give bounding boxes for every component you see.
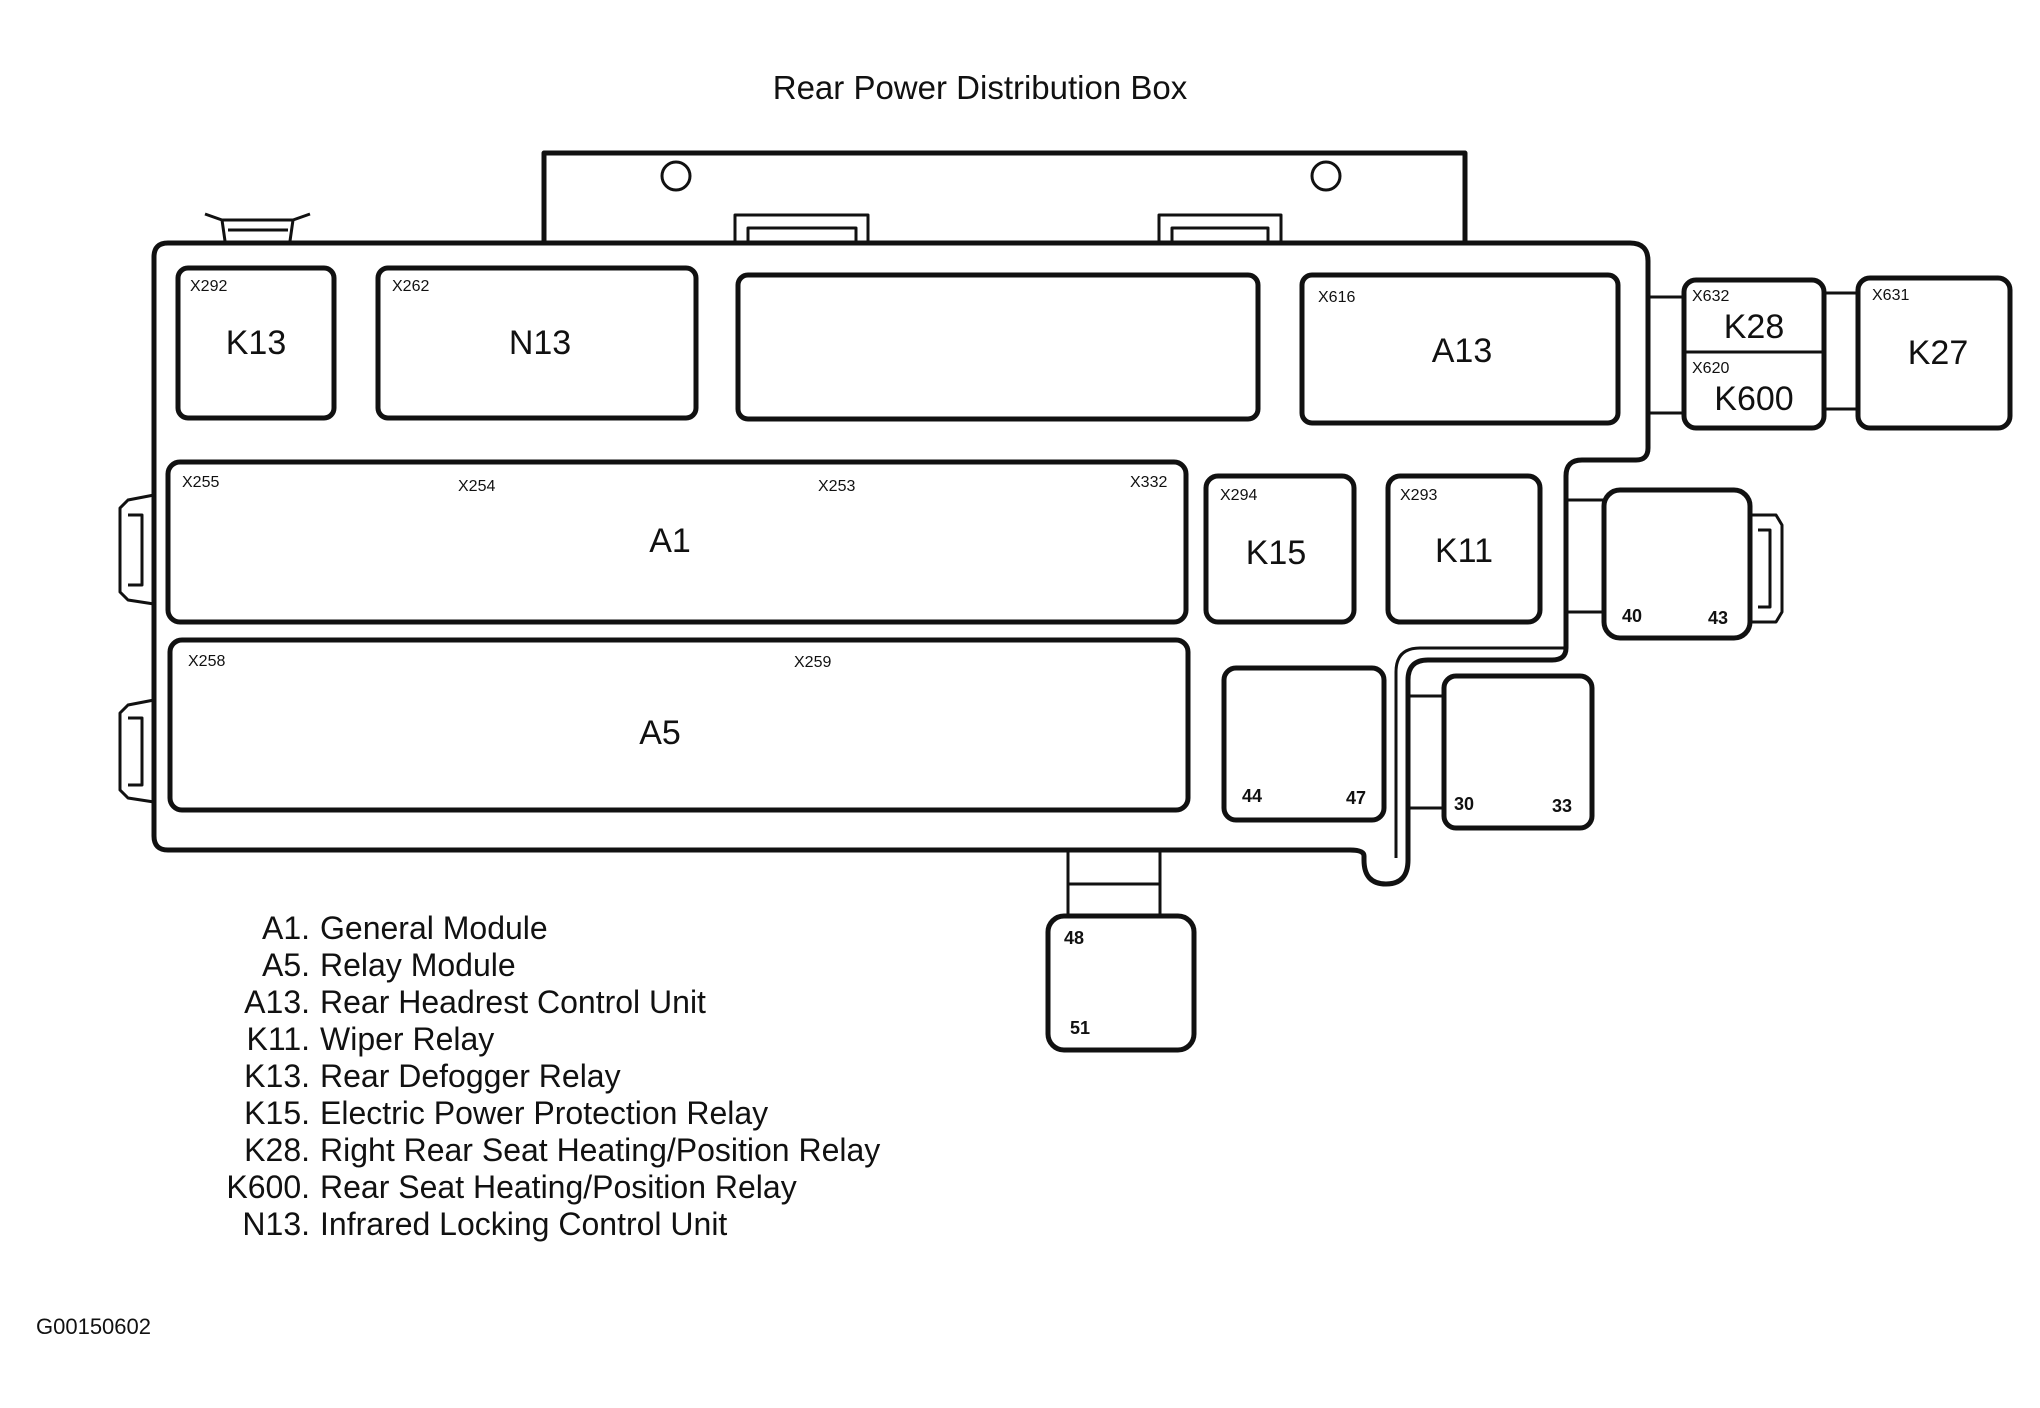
legend-code-a5: A5. [262, 947, 310, 983]
k13-label: K13 [226, 324, 287, 362]
legend-code-a1: A1. [262, 910, 310, 946]
legend-desc-a5: Relay Module [320, 947, 516, 983]
component-a1: X255 X254 X253 X332 A1 [165, 459, 1189, 625]
k15-connector-label: X294 [1220, 487, 1257, 504]
k600-connector-label: X620 [1692, 360, 1729, 377]
pin-43: 43 [1708, 608, 1728, 628]
k28-label: K28 [1724, 308, 1785, 346]
k11-label: K11 [1435, 532, 1493, 570]
component-k11: X293 K11 [1385, 473, 1543, 625]
diagram-title: Rear Power Distribution Box [773, 69, 1188, 106]
pin-47: 47 [1346, 788, 1366, 808]
top-housing [541, 150, 1468, 246]
figure-code: G00150602 [36, 1314, 151, 1339]
legend-code-k28: K28. [244, 1132, 310, 1168]
k28-connector-label: X632 [1692, 288, 1729, 305]
pin-44: 44 [1242, 786, 1262, 806]
k27-link-tab [1822, 291, 1860, 411]
pin-40: 40 [1622, 606, 1642, 626]
component-a13: X616 A13 [1299, 272, 1621, 426]
legend-code-k15: K15. [244, 1095, 310, 1131]
side-clip-upper [118, 493, 155, 606]
relay-30-link-tab [1406, 694, 1446, 810]
relay-48-51: 48 51 [1045, 913, 1197, 1053]
inner-contour [1394, 646, 1566, 858]
pin-30: 30 [1454, 794, 1474, 814]
legend-code-a13: A13. [244, 984, 310, 1020]
k11-connector-label: X293 [1400, 487, 1437, 504]
legend-desc-a13: Rear Headrest Control Unit [320, 984, 706, 1020]
legend-desc-a1: General Module [320, 910, 548, 946]
mount-hole-right [1310, 160, 1342, 192]
side-clip-lower [118, 698, 155, 804]
pin-33: 33 [1552, 796, 1572, 816]
component-a5: X258 X259 A5 [167, 637, 1191, 813]
k28-link-tab [1646, 295, 1686, 415]
a13-connector-label: X616 [1318, 289, 1355, 306]
a1-connector-x253: X253 [818, 478, 855, 495]
legend-code-k600: K600. [226, 1169, 310, 1205]
component-k15: X294 K15 [1203, 473, 1357, 625]
main-housing [151, 240, 1651, 887]
a1-connector-x332: X332 [1130, 474, 1167, 491]
pin-51: 51 [1070, 1018, 1090, 1038]
a1-connector-x254: X254 [458, 478, 495, 495]
a5-connector-x258: X258 [188, 653, 225, 670]
relay-30-33: 30 33 [1441, 673, 1595, 831]
right-side-clip [1750, 513, 1784, 624]
k27-label: K27 [1908, 334, 1969, 372]
relay-44-47: 44 47 [1221, 665, 1387, 823]
a1-connector-x255: X255 [182, 474, 219, 491]
legend-desc-k15: Electric Power Protection Relay [320, 1095, 768, 1131]
component-k27: X631 K27 [1855, 275, 2013, 431]
legend-desc-k13: Rear Defogger Relay [320, 1058, 621, 1094]
n13-connector-label: X262 [392, 278, 429, 295]
legend-desc-k600: Rear Seat Heating/Position Relay [320, 1169, 797, 1205]
legend: A1. General Module A5. Relay Module A13.… [226, 910, 880, 1242]
a5-connector-x259: X259 [794, 654, 831, 671]
n13-label: N13 [509, 324, 571, 362]
relay-40-link-tab [1564, 498, 1606, 614]
k15-label: K15 [1246, 534, 1307, 572]
pin-48: 48 [1064, 928, 1084, 948]
legend-code-k13: K13. [244, 1058, 310, 1094]
a1-label: A1 [649, 522, 691, 560]
legend-desc-n13: Infrared Locking Control Unit [320, 1206, 727, 1242]
a13-label: A13 [1432, 332, 1493, 370]
relay-40-43: 40 43 [1601, 487, 1753, 641]
mount-hole-left [660, 160, 692, 192]
k13-connector-label: X292 [190, 278, 227, 295]
component-k28-k600: X632 K28 X620 K600 [1681, 277, 1827, 431]
empty-module-slot [735, 272, 1261, 422]
component-n13: X262 N13 [375, 265, 699, 421]
legend-code-n13: N13. [242, 1206, 310, 1242]
k600-label: K600 [1714, 380, 1793, 418]
component-k13: X292 K13 [175, 265, 337, 421]
k27-connector-label: X631 [1872, 287, 1909, 304]
top-clip-left [733, 213, 870, 243]
top-left-clip [204, 212, 311, 242]
a5-label: A5 [639, 714, 681, 752]
legend-desc-k28: Right Rear Seat Heating/Position Relay [320, 1132, 880, 1168]
legend-code-k11: K11. [247, 1021, 310, 1057]
legend-desc-k11: Wiper Relay [320, 1021, 494, 1057]
top-clip-right [1157, 213, 1283, 243]
